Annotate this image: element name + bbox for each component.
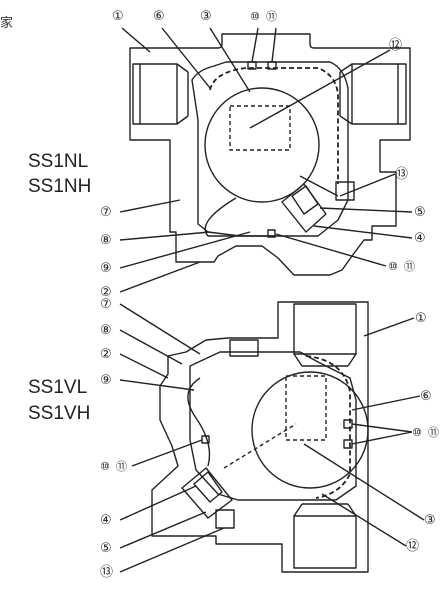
bottom-valve-outline (151, 301, 369, 573)
top-dashed-chip (229, 105, 291, 151)
callout-13-bottom: ⑬ (100, 565, 113, 580)
top-sensor-block (281, 175, 355, 233)
callout-11-bottom-a: ⑪ (116, 460, 127, 473)
top-membrane-circle (204, 87, 320, 203)
bottom-wire-loop (187, 377, 211, 467)
callout-10-top: ⑩ (250, 10, 260, 23)
callout-12-top: ⑫ (389, 38, 402, 53)
callout-4-top: ④ (414, 231, 426, 246)
top-model-label-2: SS1NH (28, 176, 92, 197)
top-wire-loop (204, 197, 276, 237)
callout-8-bottom: ⑧ (100, 323, 112, 338)
top-model-label-1: SS1NL (28, 151, 89, 172)
callout-10-bottom-a: ⑩ (100, 460, 110, 473)
callout-13-top: ⑬ (395, 167, 408, 182)
callout-1-top: ① (112, 9, 124, 24)
callout-9-top: ⑨ (100, 261, 112, 276)
top-leader-lines (119, 27, 413, 293)
bottom-membrane-circle (251, 371, 369, 489)
callout-6-bottom: ⑥ (420, 389, 432, 404)
bottom-model-label-2: SS1VH (28, 403, 91, 424)
callout-1-bottom: ① (415, 311, 427, 326)
bottom-leader-lines (119, 303, 425, 573)
callout-2-bottom: ② (100, 347, 112, 362)
callout-2-top: ② (100, 285, 112, 300)
callout-9-bottom: ⑨ (100, 373, 112, 388)
callout-7-top: ⑦ (100, 205, 112, 220)
callout-5-bottom: ⑤ (100, 541, 112, 556)
callout-7-bottom: ⑦ (100, 297, 112, 312)
callout-3-bottom: ③ (424, 513, 436, 528)
callout-11-top-b: ⑪ (404, 260, 415, 273)
top-wire-connector (267, 229, 276, 238)
callout-10-top-b: ⑩ (388, 260, 398, 273)
bottom-model-label-1: SS1VL (28, 377, 88, 398)
bottom-wire-connector (201, 435, 210, 444)
callout-4-bottom: ④ (100, 513, 112, 528)
callout-5-top: ⑤ (414, 205, 426, 220)
callout-3-top: ③ (200, 9, 212, 24)
bottom-dashed-chip (285, 375, 327, 441)
corner-glyph: 家 (0, 15, 14, 30)
callout-10-bottom-b: ⑩ (412, 426, 422, 439)
callout-8-top: ⑧ (100, 233, 112, 248)
callout-11-bottom-b: ⑪ (428, 426, 439, 439)
callout-6-top: ⑥ (153, 9, 165, 24)
top-valve-outline (129, 33, 411, 276)
callout-11-top: ⑪ (266, 10, 277, 23)
callout-12-bottom: ⑫ (406, 539, 419, 554)
bottom-sensor-block (181, 423, 297, 529)
